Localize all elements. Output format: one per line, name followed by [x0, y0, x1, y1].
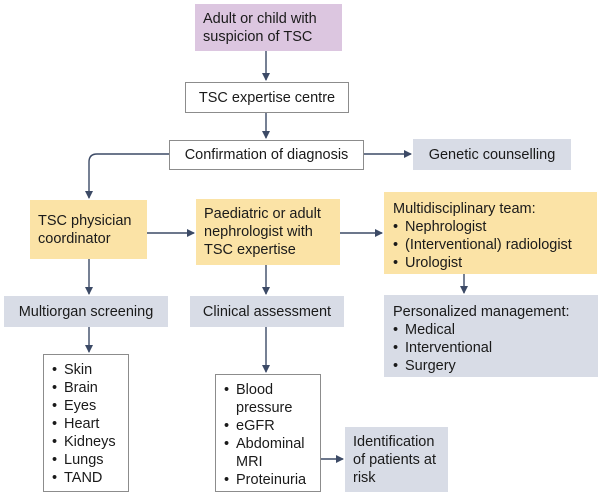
nephrologist-label: Paediatric or adult nephrologist with TS… — [204, 206, 321, 258]
start-node: Adult or child with suspicion of TSC — [195, 4, 342, 51]
genetic-counselling-label: Genetic counselling — [428, 146, 556, 163]
organ-item: Skin — [52, 361, 120, 379]
confirmation-label: Confirmation of diagnosis — [184, 147, 349, 163]
assessment-item: eGFR — [224, 417, 312, 435]
expertise-centre-label: TSC expertise centre — [198, 89, 336, 106]
personalized-list: Medical Interventional Surgery — [393, 321, 589, 375]
assessment-node: Blood pressure eGFR Abdominal MRI Protei… — [215, 374, 321, 492]
assessment-item: Blood pressure — [224, 381, 312, 417]
organs-list: Skin Brain Eyes Heart Kidneys Lungs TAND — [52, 361, 120, 487]
organ-item: Kidneys — [52, 433, 120, 451]
identification-label: Identification of patients at risk — [353, 433, 437, 486]
mdt-list: Nephrologist (Interventional) radiologis… — [393, 218, 588, 272]
arrow-confirmation-to-physician — [85, 153, 169, 199]
start-label: Adult or child with suspicion of TSC — [203, 10, 317, 45]
personalized-item: Surgery — [393, 357, 589, 375]
genetic-counselling-node: Genetic counselling — [413, 139, 571, 170]
physician-node: TSC physician coordinator — [30, 200, 147, 259]
assessment-item: Abdominal MRI — [224, 435, 312, 471]
mdt-item: (Interventional) radiologist — [393, 236, 588, 254]
expertise-centre-node: TSC expertise centre — [185, 82, 349, 113]
assessment-item: Proteinuria — [224, 471, 312, 489]
mdt-node: Multidisciplinary team: Nephrologist (In… — [384, 192, 597, 274]
organs-node: Skin Brain Eyes Heart Kidneys Lungs TAND — [43, 354, 129, 492]
mdt-item: Nephrologist — [393, 218, 588, 236]
organ-item: TAND — [52, 469, 120, 487]
physician-label: TSC physician coordinator — [38, 212, 132, 247]
assessment-list: Blood pressure eGFR Abdominal MRI Protei… — [224, 381, 312, 489]
mdt-item: Urologist — [393, 254, 588, 272]
confirmation-node: Confirmation of diagnosis — [169, 140, 364, 170]
personalized-title: Personalized management: — [393, 304, 570, 320]
nephrologist-node: Paediatric or adult nephrologist with TS… — [196, 199, 340, 265]
multiorgan-node: Multiorgan screening — [4, 296, 168, 327]
personalized-item: Interventional — [393, 339, 589, 357]
clinical-label: Clinical assessment — [202, 303, 332, 320]
personalized-node: Personalized management: Medical Interve… — [384, 295, 598, 377]
personalized-item: Medical — [393, 321, 589, 339]
mdt-title: Multidisciplinary team: — [393, 201, 536, 217]
multiorgan-label: Multiorgan screening — [18, 303, 154, 320]
organ-item: Heart — [52, 415, 120, 433]
organ-item: Eyes — [52, 397, 120, 415]
clinical-node: Clinical assessment — [190, 296, 344, 327]
organ-item: Brain — [52, 379, 120, 397]
organ-item: Lungs — [52, 451, 120, 469]
identification-node: Identification of patients at risk — [345, 427, 448, 492]
